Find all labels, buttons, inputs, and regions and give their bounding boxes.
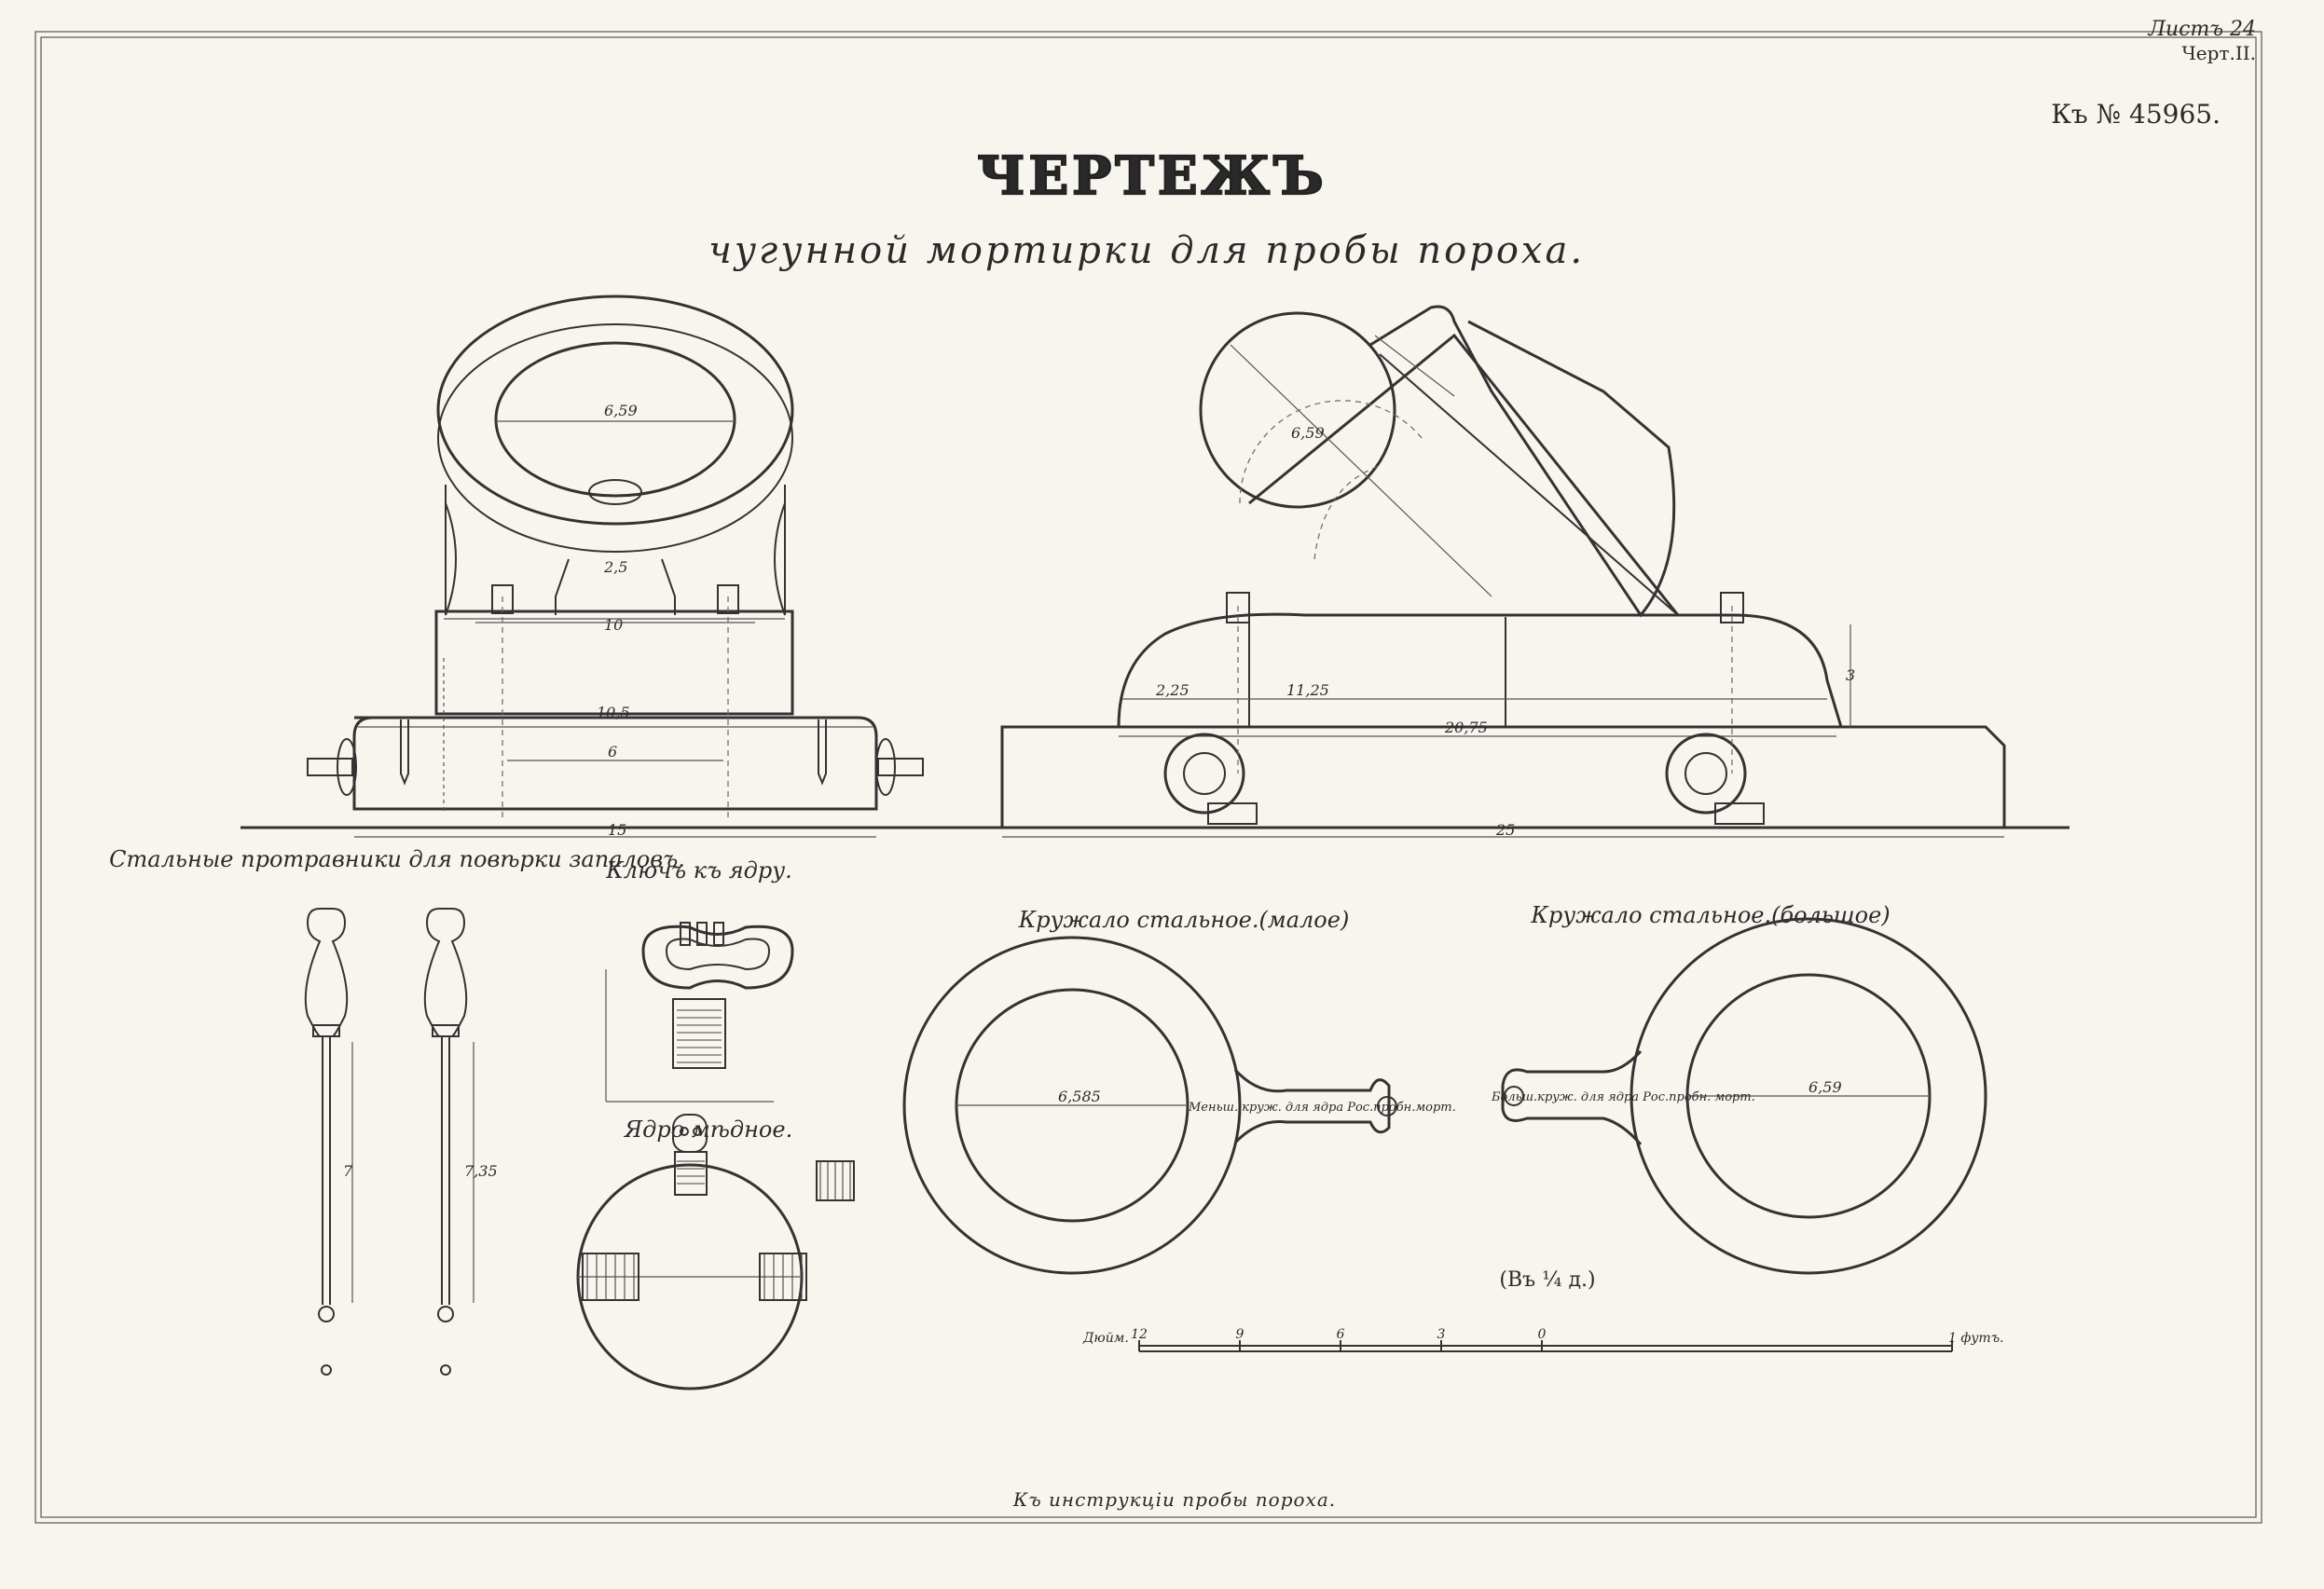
left-sub-dimension: 2,25 [1155,681,1190,699]
gauge-large-handle-text: Больш.круж. для ядра Рос.пробн. морт. [1491,1090,1755,1104]
prickers-label: Стальные протравники для повѣрки запалов… [109,846,685,872]
muzzle-outer [436,295,794,526]
gauge-small-handle-text: Меньш. круж. для ядра Рос.пробн.морт. [1188,1101,1456,1115]
page-title: ЧЕРТЕЖЪ [977,145,1327,207]
scale-tick-6: 6 [1337,1327,1345,1342]
ball-label: Ядро мѣдное. [624,1116,792,1143]
copper-ball [576,1114,855,1390]
scale-unit-right: 1 футъ. [1948,1331,2004,1346]
chamber-opening [588,479,642,505]
pricker-1: 7 [304,908,353,1376]
top-width-dimension: 10 [604,616,623,634]
bore-opening [494,341,736,498]
scale-unit-left: Дюйм. [1082,1331,1129,1346]
prickers-label-text: Стальные протравники для повѣрки запалов… [109,846,685,872]
scale-tick-0: 0 [1538,1327,1547,1342]
pricker-2: 7,35 [423,908,498,1376]
scale-tick-3: 3 [1437,1327,1446,1342]
gauge-small: 6,585 Меньш. круж. для ядра Рос.пробн.мо… [902,936,1456,1275]
muzzle-rim [437,323,793,553]
barrel-muzzle [1199,311,1396,509]
side-view: 6,59 11,25 2,25 20,75 25 3 [1000,305,2006,839]
outer-frame [34,31,2262,1524]
scale-note: (Въ ¼ д.) [1499,1268,1595,1292]
key-label: Ключъ къ ядру. [605,857,792,884]
front-upper-block [434,610,794,716]
side-base-slab [1000,725,2006,829]
sheet-number: Листъ 24 [2148,18,2256,41]
ball-key [605,922,794,1103]
bore-dimension: 6,59 [604,402,638,419]
pricker-2-length: 7,35 [464,1162,498,1180]
overall-dimension: 25 [1495,821,1515,839]
base-total-dimension: 15 [608,821,626,839]
side-bore-dimension: 6,59 [1291,424,1325,442]
front-base [352,716,878,811]
gauge-small-bore: 6,585 [1058,1088,1101,1105]
scale-bar: Дюйм. 12 9 6 3 0 1 футъ. [1082,1327,2004,1352]
scale-tick-9: 9 [1236,1327,1245,1342]
key-thread [677,1009,722,1063]
side-carriage [1117,612,1843,728]
drawing-number: Черт.II. [2181,42,2256,64]
reference-number: Къ № 45965. [2051,99,2221,130]
barrel-body [1369,305,1676,618]
carriage-height-dimension: 3 [1846,666,1855,684]
page-subtitle: чугунной мортирки для пробы пороха. [708,229,1585,272]
gauge-large-bore: 6,59 [1808,1078,1842,1096]
inner-frame [40,36,2257,1518]
footer-note: Къ инструкціи пробы пороха. [1012,1488,1336,1511]
side-total-dimension: 20,75 [1444,719,1488,736]
base-inner-dimension: 6 [608,743,617,760]
scale-tick-12: 12 [1131,1327,1148,1342]
front-view: 6,59 2,5 10 10,5 6 15 [307,295,924,839]
chamber-dimension: 2,5 [603,558,627,576]
gauge-large-label: Кружало стальное.(большое) [1530,902,1890,928]
side-length-dimension: 11,25 [1286,681,1329,699]
gauge-small-label: Кружало стальное.(малое) [1018,907,1350,933]
pricker-1-length: 7 [343,1162,353,1180]
gauge-large: 6,59 Больш.круж. для ядра Рос.пробн. мор… [1491,917,1987,1275]
